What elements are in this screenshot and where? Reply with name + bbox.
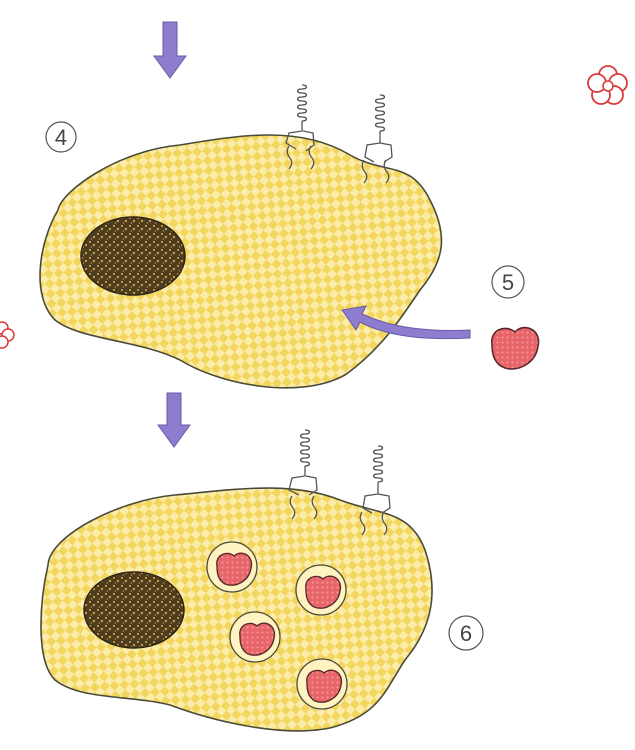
particle-icon: [492, 328, 539, 369]
top-nucleus: [81, 217, 185, 295]
step-6-marker: 6: [449, 616, 483, 650]
flower-particle-icon: [0, 322, 14, 348]
flower-particle-icon: [588, 66, 627, 104]
arrow-down-icon: [158, 393, 190, 447]
top-cell-group: [40, 85, 441, 388]
bottom-nucleus: [84, 572, 184, 648]
vesicle-icon: [207, 542, 257, 592]
step-5-label: 5: [502, 270, 514, 295]
step-6-label: 6: [460, 621, 472, 646]
vesicle-icon: [297, 659, 347, 709]
bottom-cell-group: [41, 430, 432, 731]
step-4-label: 4: [55, 125, 67, 150]
vesicle-icon: [230, 612, 280, 662]
step-5-marker: 5: [492, 266, 524, 298]
arrow-down-icon: [154, 22, 186, 78]
vesicle-icon: [296, 565, 346, 615]
step-4-marker: 4: [46, 122, 76, 152]
